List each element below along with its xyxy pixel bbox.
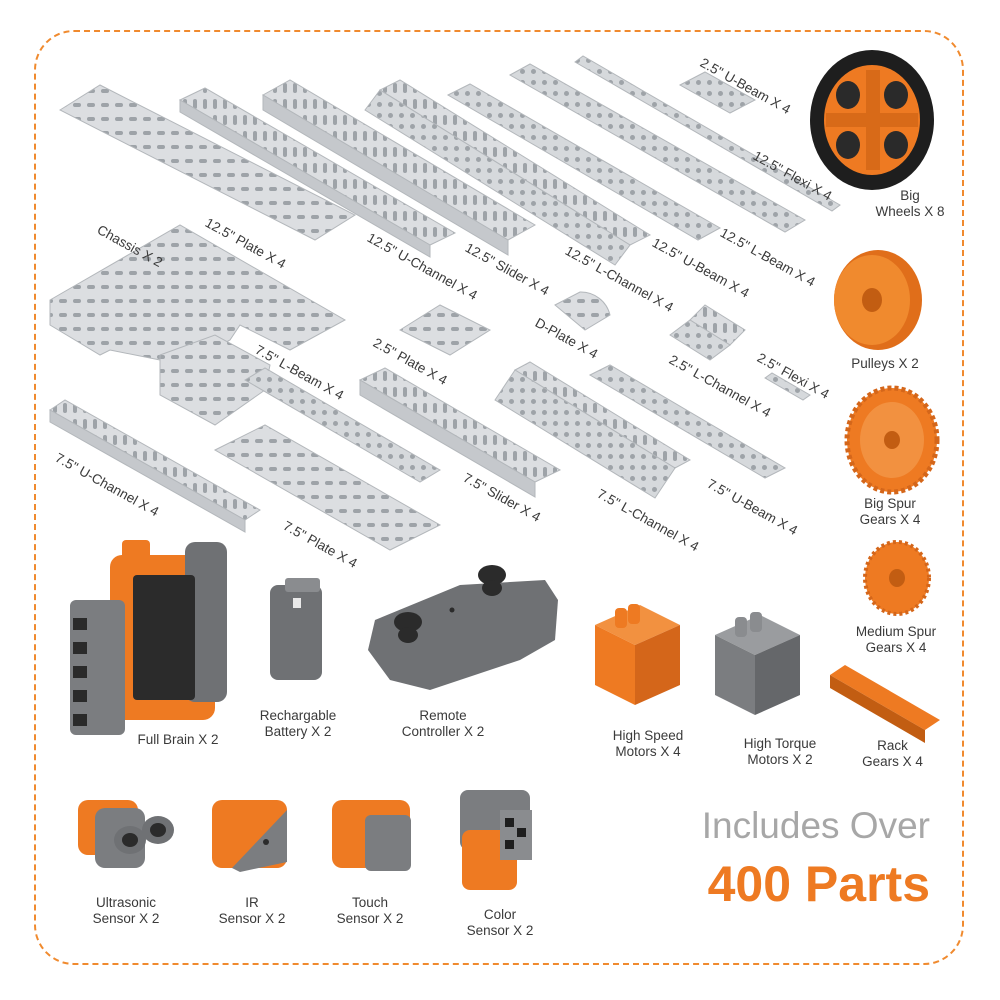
ir-sensor-part <box>212 800 287 872</box>
battery-part <box>270 578 322 680</box>
lchannel-25-part <box>669 304 746 361</box>
full-brain-part <box>70 540 227 735</box>
chassis-part <box>49 224 347 426</box>
pulley-part <box>834 250 922 350</box>
lbeam-12-part <box>508 63 806 233</box>
plate-12-part <box>58 84 357 241</box>
plate-25-part <box>398 304 492 356</box>
label-ir-2: Sensor X 2 <box>218 911 286 926</box>
flexi-25-part <box>764 372 811 401</box>
uchannel-75-part <box>49 399 261 533</box>
headline-parts-count: 400 Parts <box>707 856 930 912</box>
flexi-12-part <box>574 55 841 212</box>
label-hs-motor-1: High Speed <box>612 728 684 743</box>
label-med-spur-2: Gears X 4 <box>865 640 927 655</box>
label-pulleys: Pulleys X 2 <box>851 356 919 371</box>
slider-12-part <box>261 79 537 256</box>
label-big-spur-2: Gears X 4 <box>859 512 921 527</box>
label-big-wheels-2: Wheels X 8 <box>875 204 945 219</box>
label-battery-2: Battery X 2 <box>264 724 332 739</box>
label-rack-1: Rack <box>877 738 908 753</box>
label-color-2: Sensor X 2 <box>466 923 534 938</box>
label-color-1: Color <box>483 907 517 922</box>
ubeam-75-part <box>588 364 787 479</box>
label-ultra-2: Sensor X 2 <box>92 911 160 926</box>
touch-sensor-part <box>332 800 411 871</box>
dplate-part <box>554 291 611 331</box>
label-remote-1: Remote <box>419 708 467 723</box>
rack-gear-part <box>830 665 940 743</box>
label-touch-1: Touch <box>351 895 389 910</box>
label-hs-motor-2: Motors X 4 <box>615 744 681 759</box>
headline-includes-over: Includes Over <box>701 805 930 846</box>
label-med-spur-1: Medium Spur <box>855 624 937 639</box>
label-battery-1: Rechargable <box>259 708 337 723</box>
lbeam-75-part <box>244 367 441 483</box>
remote-part <box>368 565 558 690</box>
lchannel-12-part <box>364 79 652 266</box>
ubeam-25-part <box>678 71 757 114</box>
ultrasonic-sensor-part <box>78 800 174 868</box>
label-big-wheels-1: Big <box>900 188 920 203</box>
label-ht-motor-1: High Torque <box>743 736 817 751</box>
label-ultra-1: Ultrasonic <box>95 895 157 910</box>
high-speed-motor-part <box>595 604 680 705</box>
slider-75-part <box>358 367 562 498</box>
label-rack-2: Gears X 4 <box>862 754 923 769</box>
plate-75-part <box>213 424 442 551</box>
label-big-spur-1: Big Spur <box>864 496 916 511</box>
label-ir-1: IR <box>245 895 259 910</box>
color-sensor-part <box>460 790 532 890</box>
big-spur-gear-part <box>844 385 940 495</box>
medium-spur-gear-part <box>863 540 931 616</box>
ubeam-12-part <box>446 83 722 241</box>
lchannel-75-part <box>494 361 692 499</box>
dashed-frame <box>34 30 964 965</box>
label-touch-2: Sensor X 2 <box>336 911 404 926</box>
high-torque-motor-part <box>715 612 800 715</box>
uchannel-12-part <box>178 87 457 258</box>
label-full-brain: Full Brain X 2 <box>137 732 219 747</box>
big-wheel-part <box>810 50 934 190</box>
label-ht-motor-2: Motors X 2 <box>747 752 813 767</box>
label-remote-2: Controller X 2 <box>401 724 485 739</box>
